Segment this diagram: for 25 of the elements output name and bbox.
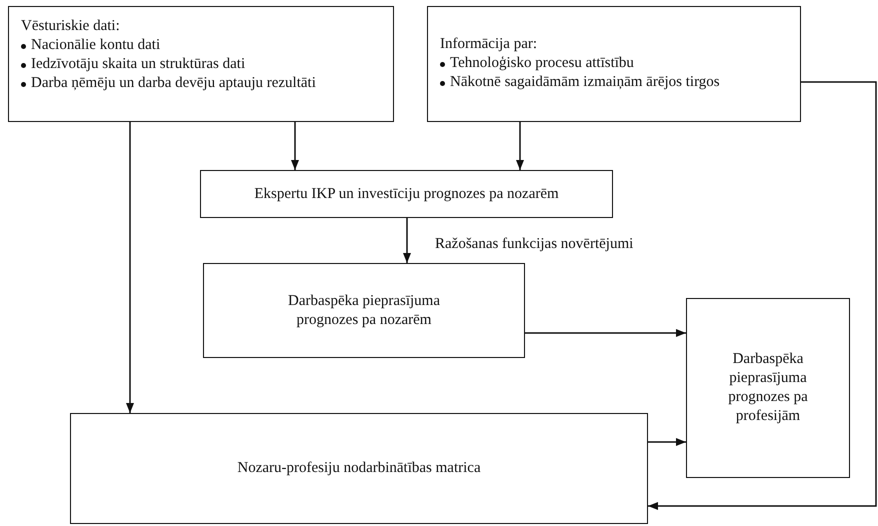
bullet-item: Tehnoloģisko procesu attīstību	[440, 54, 792, 73]
process-box	[427, 6, 801, 122]
bullet-item: Iedzīvotāju skaita un struktūras dati	[21, 55, 385, 74]
process-box	[686, 298, 850, 478]
box-heading: Informācija par:	[440, 35, 538, 54]
box-text: Darbaspēka pieprasījuma prognozes pa nozarēm	[286, 292, 442, 330]
bullet-item: Darba ņēmēju un darba devēju aptauju rezultāti	[21, 74, 385, 93]
box-heading: Vēsturiskie dati:	[21, 17, 121, 36]
box-text: Darbaspēka pieprasījuma prognozes pa profesijām	[727, 350, 809, 426]
arrow	[291, 122, 299, 170]
box-text: Ekspertu IKP un investīciju prognozes pa nozarēm	[254, 184, 559, 204]
arrow	[403, 218, 411, 263]
arrow	[126, 122, 134, 413]
arrow	[648, 81, 877, 510]
arrow	[648, 438, 686, 446]
bullet-item: Nacionālie kontu dati	[21, 36, 385, 55]
process-box	[70, 413, 648, 524]
box-text: Nozaru-profesiju nodarbinātības matrica	[237, 459, 481, 478]
arrow	[516, 122, 524, 170]
arrow	[525, 329, 686, 337]
bullet-item: Nākotnē sagaidāmām izmaiņām ārējos tirgos	[440, 73, 792, 92]
process-box	[200, 170, 613, 218]
process-box	[203, 263, 525, 358]
process-box	[8, 6, 394, 122]
edge-label: Ražošanas funkcijas novērtējumi	[435, 236, 634, 253]
